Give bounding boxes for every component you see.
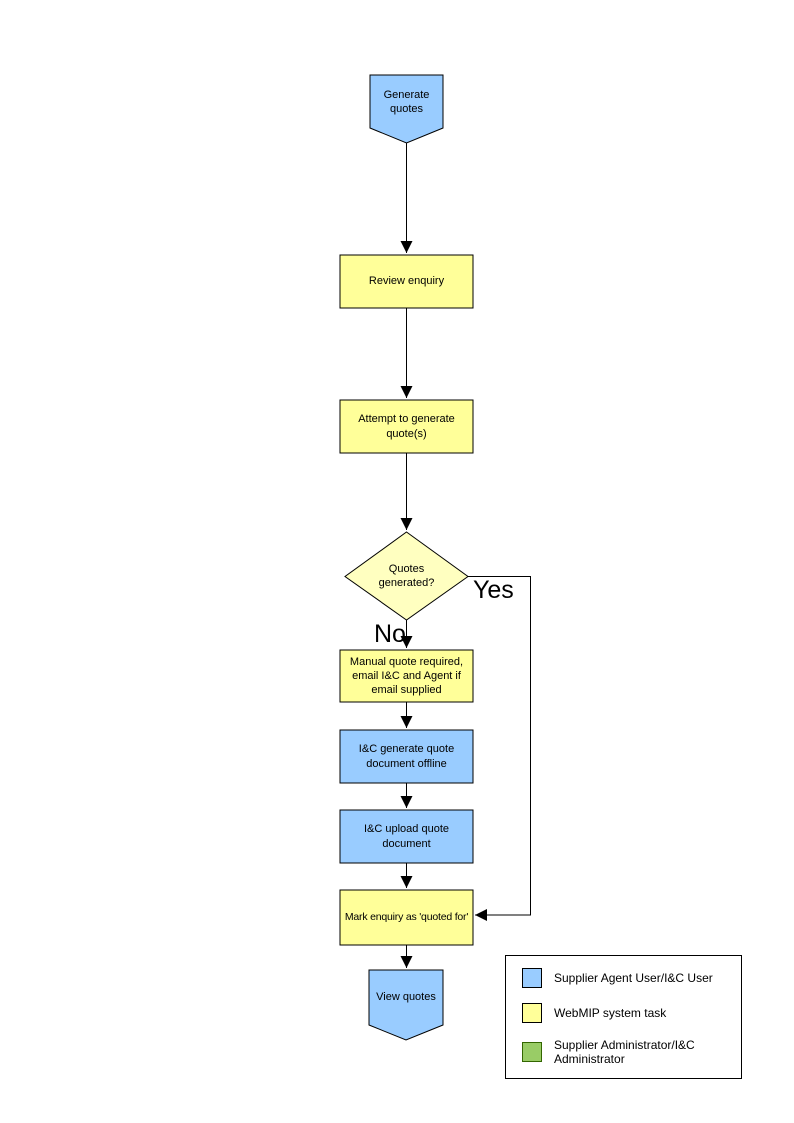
legend-swatch-green: [522, 1042, 542, 1063]
node-ic-generate-shape: [339, 729, 474, 784]
branch-label-no: No: [374, 620, 406, 648]
legend-item-supplier-agent: Supplier Agent User/I&C User: [522, 968, 733, 988]
node-generate-quotes-label: Generate quotes: [383, 88, 430, 115]
node-review-enquiry-shape: [339, 254, 474, 309]
node-attempt-generate-label: Attempt to generate quote(s): [358, 413, 455, 440]
node-view-quotes-shape: [368, 969, 444, 1041]
node-generate-quotes-shape: [369, 74, 444, 144]
node-ic-upload-label: I&C upload quote document: [363, 823, 449, 850]
node-view-quotes-label: View quotes: [376, 990, 436, 1003]
node-review-enquiry-label: Review enquiry: [368, 275, 445, 288]
node-mark-enquiry-label: Mark enquiry as 'quoted for': [344, 910, 469, 923]
node-quotes-generated-label: Quotes generated?: [378, 562, 435, 589]
node-attempt-generate-shape: [339, 399, 474, 454]
node-quotes-generated-decision-shape: [344, 531, 469, 621]
legend-label: WebMIP system task: [554, 1005, 667, 1020]
legend: Supplier Agent User/I&C User WebMIP syst…: [505, 955, 742, 1079]
node-ic-generate-label: I&C generate quote document offline: [358, 743, 455, 770]
node-manual-quote-label: Manual quote required, email I&C and Age…: [349, 655, 464, 697]
node-mark-enquiry-shape: [339, 889, 474, 946]
node-manual-quote-shape: [339, 649, 474, 703]
legend-item-webmip-task: WebMIP system task: [522, 1003, 733, 1023]
branch-label-yes: Yes: [473, 576, 514, 604]
node-ic-upload-shape: [339, 809, 474, 864]
legend-swatch-yellow: [522, 1003, 542, 1023]
connector-decision-mark-yes: [468, 576, 531, 921]
legend-item-supplier-admin: Supplier Administrator/I&C Administrator: [522, 1038, 733, 1067]
legend-swatch-blue: [522, 968, 542, 988]
legend-label: Supplier Agent User/I&C User: [554, 970, 713, 985]
legend-label: Supplier Administrator/I&C Administrator: [554, 1038, 695, 1067]
